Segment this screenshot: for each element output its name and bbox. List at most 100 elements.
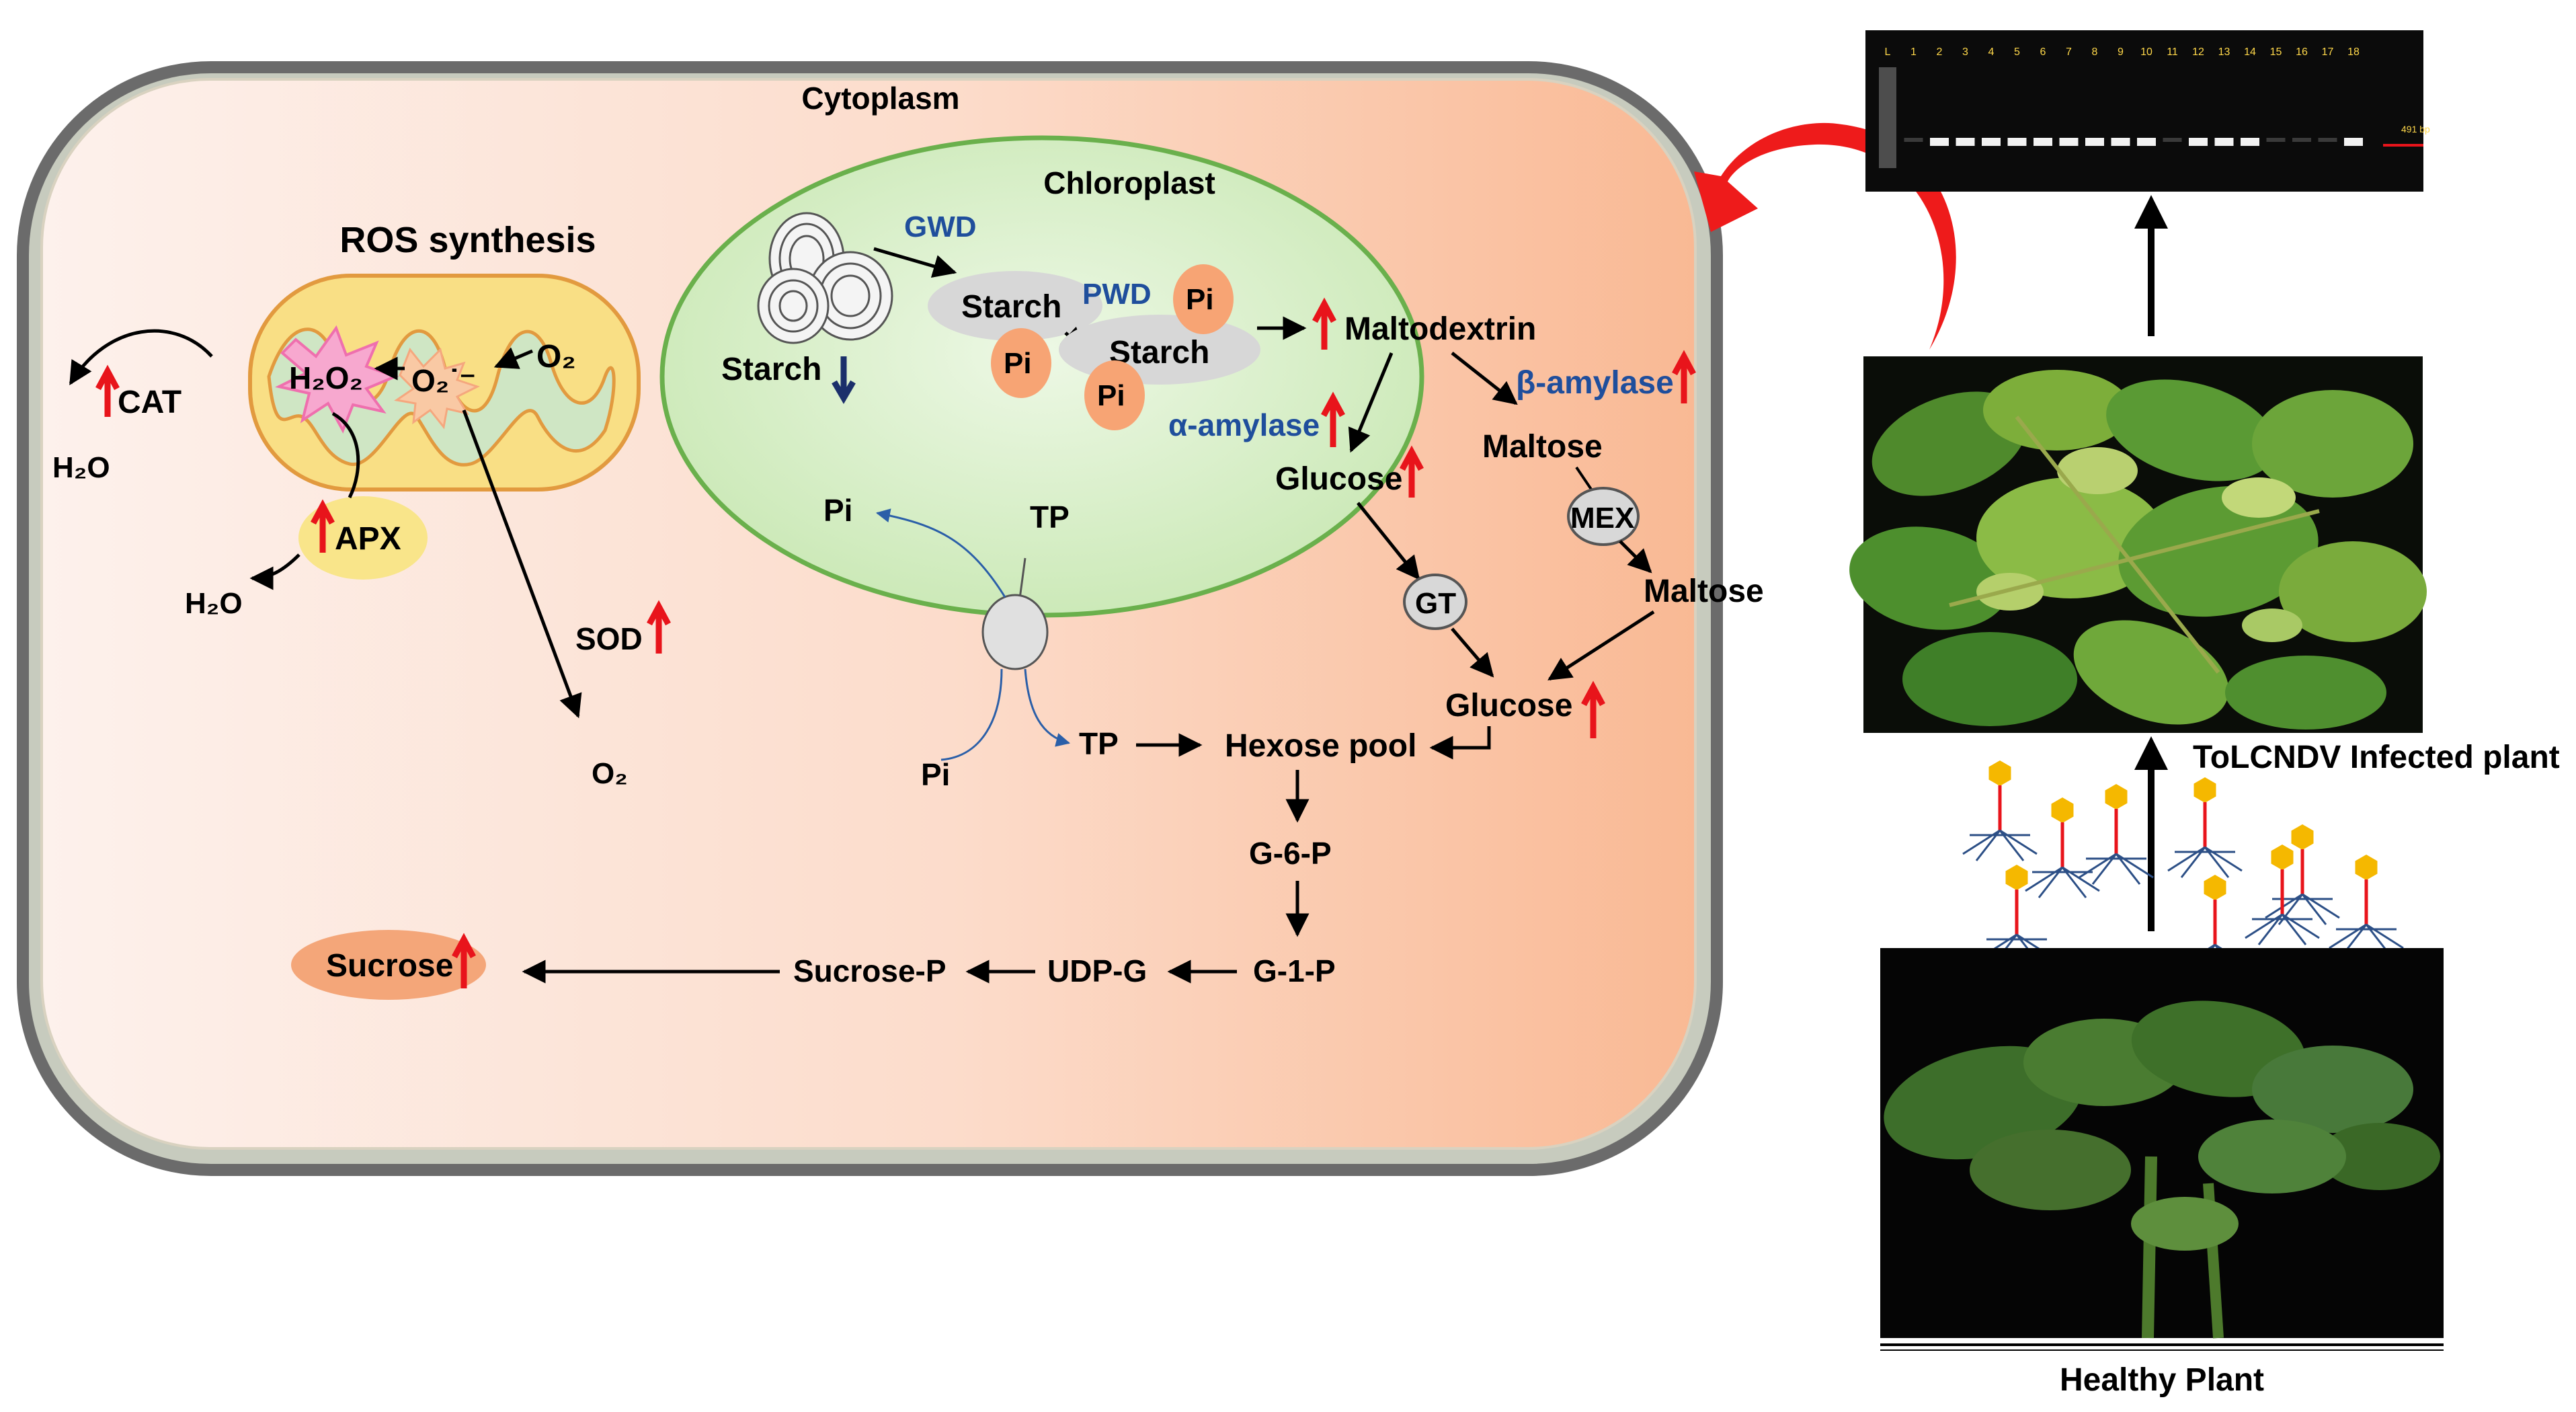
arrow-blue-down-starch	[832, 356, 856, 404]
gel-lane-label: 18	[2347, 46, 2360, 58]
superoxide-label: O₂˙⁻	[411, 363, 476, 398]
whitefly-vector-icon	[2167, 777, 2243, 878]
whitefly-vector-icon	[2025, 797, 2100, 898]
h2o2-label: H₂O₂	[289, 360, 363, 395]
o2-output-label: O₂	[592, 757, 628, 790]
pi-2-label: Pi	[1186, 283, 1214, 316]
pi-circle-3	[1084, 360, 1145, 430]
tp-cyto-label: TP	[1079, 726, 1119, 761]
gel-lane-label: 12	[2192, 46, 2204, 58]
gel-band	[2137, 138, 2156, 146]
translocator-stem	[1018, 557, 1027, 599]
ros-module: ROS synthesis H₂O₂ O₂˙⁻ O₂ CAT H₂O APX H…	[52, 220, 671, 790]
gel-band	[2318, 138, 2337, 142]
arrow-red-up-glucose-in	[1400, 445, 1424, 498]
alpha-amylase-label: α-amylase	[1168, 407, 1320, 442]
gt-transporter	[1403, 574, 1467, 630]
udpg-label: UDP-G	[1047, 953, 1147, 988]
hexose-pool-label: Hexose pool	[1225, 728, 1416, 764]
gel-band	[2111, 138, 2130, 146]
gel-band	[2163, 138, 2182, 142]
g6p-label: G-6-P	[1249, 836, 1332, 871]
arrow-red-up-cat	[95, 364, 120, 417]
arrow-glucose-to-hexose-pool	[1429, 726, 1491, 760]
tp-transport-label: TP	[1030, 500, 1070, 535]
pi-circle-1	[991, 328, 1051, 398]
arrow-maltodextrin-to-maltose	[1451, 352, 1518, 405]
healthy-plant-leaves	[1884, 1001, 2440, 1339]
arrow-red-up-beta-amylase	[1672, 350, 1696, 403]
arrow-red-up-alpha-amylase	[1321, 391, 1345, 447]
gel-lane-label: 14	[2244, 46, 2256, 58]
gel-lane-label: 9	[2118, 46, 2124, 58]
gel-lane-label: 17	[2322, 46, 2334, 58]
gel-lane-label: 7	[2066, 46, 2072, 58]
starch-granule-label: Starch	[721, 352, 821, 387]
gel-lane-label: 3	[1962, 46, 1968, 58]
chloroplast-module: Chloroplast Starch GWD Starch Pi PWD Sta…	[659, 135, 1696, 761]
gel-band	[2034, 138, 2052, 146]
arrow-superoxide-to-o2	[462, 409, 582, 719]
cytoplasm-pathway: Maltose Glucose Pi TP Hexose pool G-6-P …	[291, 540, 1764, 1000]
gel-band	[2214, 138, 2234, 146]
gel-band	[2292, 138, 2311, 142]
gwd-label: GWD	[904, 210, 977, 243]
arrow-red-up-sod	[647, 600, 671, 654]
triose-phosphate-translocator	[981, 594, 1049, 670]
gt-label: GT	[1415, 587, 1456, 620]
sucrose-label: Sucrose	[326, 948, 453, 984]
arrow-translocator-to-tp	[1024, 668, 1071, 747]
gel-band	[1982, 138, 2001, 146]
cat-label: CAT	[118, 385, 182, 420]
arrow-h2o2-to-apx	[331, 411, 360, 499]
maltose-out-label: Maltose	[1644, 574, 1764, 609]
gel-band	[1904, 138, 1923, 142]
pi-cyto-label: Pi	[921, 757, 950, 792]
gel-lane-label: 16	[2296, 46, 2308, 58]
superoxide-burst	[394, 348, 480, 430]
whitefly-vector-icon	[1962, 760, 2038, 861]
arrow-gt-to-glucose	[1451, 627, 1494, 678]
arrow-apx-to-h2o	[249, 553, 300, 590]
arrow-maltodextrin-to-glucose	[1348, 352, 1394, 453]
arrow-h2o2-to-h2o-cat	[69, 329, 213, 385]
apx-label: APX	[335, 521, 401, 557]
mex-label: MEX	[1570, 502, 1634, 535]
whitefly-vector-icon	[2329, 855, 2404, 955]
whitefly-vectors	[1962, 760, 2404, 976]
arrow-red-up-sucrose	[452, 933, 476, 988]
gel-band	[2085, 138, 2104, 146]
arrow-red-up-maltodextrin	[1312, 297, 1336, 350]
ros-synthesis-title: ROS synthesis	[339, 220, 596, 260]
arrow-mex-to-maltose-out	[1619, 540, 1652, 574]
pi-3-label: Pi	[1097, 379, 1125, 412]
gel-band	[2189, 138, 2208, 146]
pi-circle-2	[1173, 264, 1234, 334]
arrow-granule-to-starch	[873, 247, 957, 278]
infected-plant-label: ToLCNDV Infected plant	[2193, 740, 2560, 775]
gel-band	[1879, 67, 1896, 168]
chloroplast-label: Chloroplast	[1043, 165, 1215, 200]
gel-lane-label: 2	[1937, 46, 1943, 58]
sod-label: SOD	[575, 621, 643, 656]
glucose-in-label: Glucose	[1275, 461, 1402, 497]
gel-band	[1956, 138, 1975, 146]
gel-lane-label: 6	[2040, 46, 2046, 58]
gel-band-size-label: 491 bp	[2401, 124, 2430, 134]
maltodextrin-label: Maltodextrin	[1344, 311, 1536, 347]
maltose-in-label: Maltose	[1482, 429, 1603, 465]
pwd-label: PWD	[1082, 278, 1152, 311]
gel-band	[2344, 138, 2363, 146]
gel-lane-label: 8	[2092, 46, 2098, 58]
gel-band	[2007, 138, 2027, 146]
gel-lane-label: 15	[2270, 46, 2282, 58]
h2o-cat-label: H₂O	[52, 451, 110, 484]
arrow-red-up-apx	[311, 499, 335, 553]
arrow-red-up-glucose-out	[1581, 680, 1605, 738]
arrow-glucose-to-gt	[1357, 502, 1420, 580]
gel-lane-label: 13	[2218, 46, 2230, 58]
whitefly-vector-icon	[2079, 784, 2154, 885]
pi-transport-label: Pi	[823, 493, 852, 528]
